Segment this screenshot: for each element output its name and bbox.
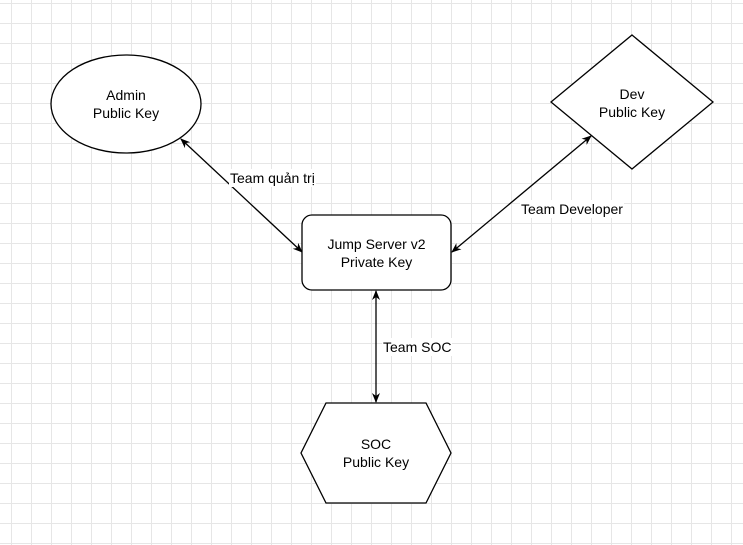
admin-node-label: Admin Public Key (51, 84, 201, 124)
dev-node-shape[interactable] (549, 34, 715, 170)
admin-node-title: Admin (106, 87, 146, 103)
dev-node-label: Dev Public Key (572, 83, 692, 123)
jump-server-node-subtitle: Private Key (340, 254, 413, 270)
edge-label-dev-jump: Team Developer (520, 200, 624, 218)
jump-server-node-label: Jump Server v2 Private Key (302, 233, 451, 273)
edge-label-soc-jump: Team SOC (382, 338, 453, 356)
dev-node-subtitle: Public Key (598, 104, 666, 120)
soc-node-shape[interactable] (300, 402, 452, 504)
jump-server-node-title: Jump Server v2 (327, 236, 426, 252)
soc-node-title: SOC (360, 436, 392, 452)
edge-label-admin-jump: Team quản trị (229, 169, 316, 187)
soc-node-subtitle: Public Key (342, 454, 410, 470)
edge-dev-jump[interactable] (451, 135, 592, 253)
edge-admin-jump[interactable] (180, 138, 303, 253)
dev-node-title: Dev (619, 86, 645, 102)
admin-node-shape[interactable] (50, 54, 202, 154)
admin-node-subtitle: Public Key (92, 105, 160, 121)
jump-server-node-shape[interactable] (301, 214, 452, 291)
soc-node-label: SOC Public Key (301, 433, 451, 473)
